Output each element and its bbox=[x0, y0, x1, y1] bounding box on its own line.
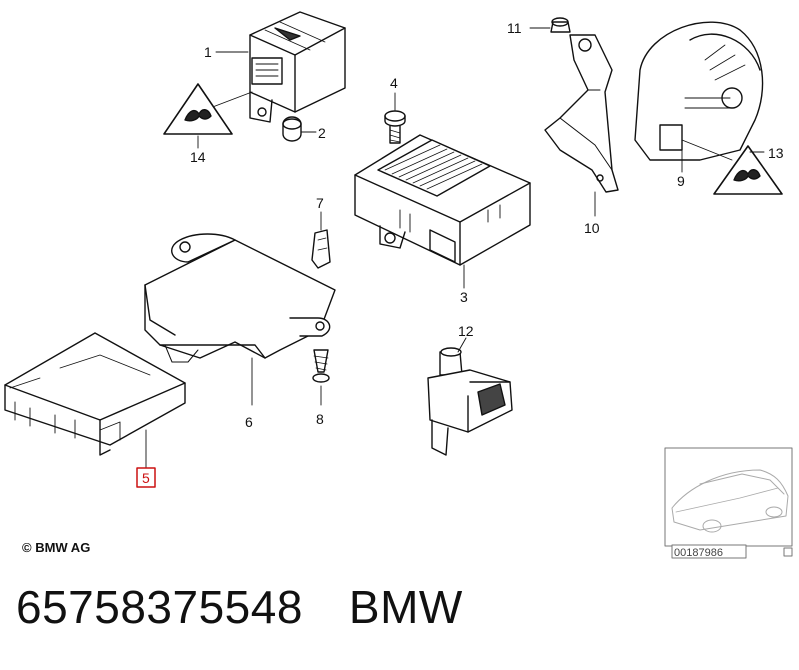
label-3: 3 bbox=[460, 289, 468, 305]
label-13: 13 bbox=[768, 145, 784, 161]
part-6-bracket-tray[interactable] bbox=[144, 233, 336, 363]
part-9-sounder[interactable] bbox=[634, 21, 764, 161]
part-5-module[interactable] bbox=[4, 332, 186, 456]
part-7-clip[interactable] bbox=[311, 229, 331, 269]
label-2: 2 bbox=[318, 125, 326, 141]
parts-diagram: 1 2 3 4 5 6 7 8 9 10 11 12 13 14 0018798… bbox=[4, 11, 793, 559]
part-13-warning-label[interactable] bbox=[713, 145, 783, 195]
label-8: 8 bbox=[316, 411, 324, 427]
part-3-control-unit[interactable] bbox=[354, 134, 531, 266]
part-1-relay[interactable] bbox=[249, 11, 346, 123]
part-10-bracket[interactable] bbox=[544, 34, 619, 193]
part-11-nut[interactable] bbox=[550, 17, 571, 33]
label-9: 9 bbox=[677, 173, 685, 189]
label-1: 1 bbox=[204, 44, 212, 60]
brand-name: BMW bbox=[348, 581, 463, 633]
label-14: 14 bbox=[190, 149, 206, 165]
part-12-switch[interactable] bbox=[427, 347, 513, 456]
thumbnail-code: 00187986 bbox=[674, 547, 723, 559]
part-14-warning-label[interactable] bbox=[163, 83, 233, 135]
label-7: 7 bbox=[316, 195, 324, 211]
part-number: 65758375548 bbox=[16, 581, 303, 633]
part-4-screw[interactable] bbox=[384, 110, 406, 144]
copyright-text: © BMW AG bbox=[22, 540, 91, 555]
footer: 65758375548 BMW bbox=[16, 580, 463, 634]
label-12: 12 bbox=[458, 323, 474, 339]
label-5: 5 bbox=[142, 470, 150, 486]
part-2-grommet[interactable] bbox=[282, 116, 302, 142]
vehicle-thumbnail bbox=[664, 447, 793, 559]
label-10: 10 bbox=[584, 220, 600, 236]
label-11: 11 bbox=[507, 20, 522, 36]
label-5-highlight bbox=[136, 467, 156, 488]
label-4: 4 bbox=[390, 75, 398, 91]
part-8-screw[interactable] bbox=[312, 349, 330, 383]
label-6: 6 bbox=[245, 414, 253, 430]
